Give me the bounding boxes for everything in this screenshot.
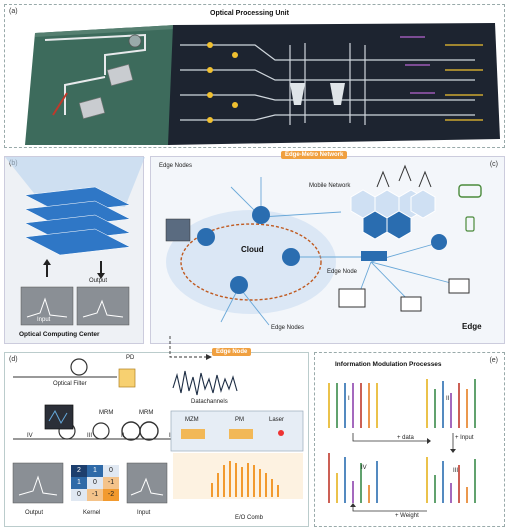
mrm-right-label: MRM: [139, 410, 154, 416]
optical-filter-label: Optical Filter: [53, 381, 87, 387]
mrm-left-label: MRM: [99, 410, 114, 416]
edge-nodes-bottom-label: Edge Nodes: [271, 325, 305, 331]
kernel-cell: 0: [103, 465, 119, 477]
network-illustration: [165, 164, 482, 326]
roman-i-label: I: [169, 433, 171, 439]
plus-data-label: + data: [397, 435, 414, 441]
kernel-cell: 2: [71, 465, 87, 477]
panel-a: (a) Optical Processing Unit: [4, 4, 505, 148]
panel-b: (b) Input Output Optical Computing Cente…: [4, 156, 145, 344]
output-label: Output: [25, 510, 44, 516]
datachannels-label: Datachannels: [191, 399, 228, 405]
edge-metro-network-tag: Edge-Metro Network: [281, 151, 348, 159]
server-layers-illustration: [5, 157, 145, 326]
kernel-cell: -2: [103, 489, 119, 501]
kernel-cell: 0: [87, 477, 103, 489]
modulation-spectra: [328, 379, 476, 512]
panel-a-label: (a): [9, 8, 18, 15]
mobile-network-label: Mobile Network: [309, 183, 351, 189]
panel-e: (e) Information Modulation Processes: [314, 352, 505, 527]
roman-iv-label: IV: [361, 465, 367, 471]
optical-chip-illustration: [25, 23, 500, 145]
pm-label: PM: [235, 417, 244, 423]
edge-node-label: Edge Node: [327, 269, 358, 275]
pd-label: PD: [126, 355, 135, 361]
roman-iv-label: IV: [27, 433, 33, 439]
roman-i-label: I: [348, 396, 350, 402]
panel-d: (d) Edge Node: [4, 348, 309, 527]
input-label: Input: [137, 510, 151, 516]
edge-node-tag: Edge Node: [212, 348, 252, 356]
panel-a-title: Optical Processing Unit: [210, 10, 289, 17]
edge-title: Edge: [462, 322, 482, 331]
kernel-label: Kernel: [83, 510, 101, 516]
panel-b-input-label: Input: [37, 317, 51, 323]
roman-iii-label: III: [87, 433, 93, 439]
kernel-cell: 1: [71, 477, 87, 489]
laser-label: Laser: [269, 417, 285, 423]
panel-c-label: (c): [489, 161, 498, 168]
kernel-cell: -1: [103, 477, 119, 489]
panel-c: (c) Edge-Metro Network: [150, 151, 505, 344]
cloud-label: Cloud: [241, 245, 264, 254]
panel-b-output-label: Output: [89, 278, 108, 284]
eo-comb-label: E/O Comb: [235, 515, 264, 521]
edge-nodes-top-label: Edge Nodes: [159, 163, 193, 169]
edge-node-setup-illustration: [12, 358, 304, 504]
kernel-cell: 0: [71, 489, 87, 501]
roman-ii-label: II: [121, 433, 125, 439]
panel-b-title: Optical Computing Center: [19, 331, 100, 338]
panel-e-label: (e): [489, 357, 498, 364]
mzm-label: MZM: [185, 417, 199, 423]
panel-e-title: Information Modulation Processes: [335, 361, 442, 368]
plus-weight-label: + Weight: [395, 513, 419, 519]
kernel-grid: 2 1 0 1 0 -1 0 -1 -2: [71, 465, 119, 501]
panel-d-label: (d): [9, 356, 18, 363]
kernel-cell: -1: [87, 489, 103, 501]
kernel-cell: 1: [87, 465, 103, 477]
plus-input-label: + Input: [455, 435, 474, 441]
roman-ii-label: II: [446, 396, 450, 402]
roman-iii-label: III: [453, 468, 459, 474]
